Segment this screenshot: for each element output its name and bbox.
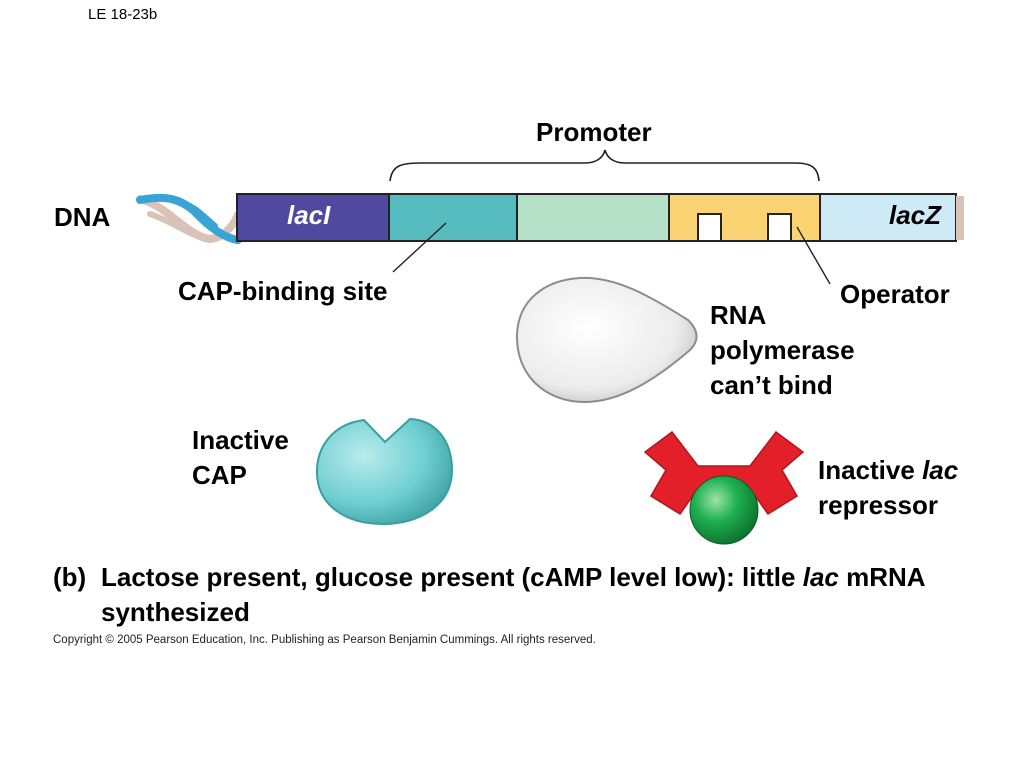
inactive-cap-label-line2: CAP <box>192 460 247 490</box>
dna-helix-icon <box>136 193 242 244</box>
repressor-label-italic: lac <box>922 455 959 485</box>
cap-binding-site-segment <box>388 193 518 242</box>
copyright-notice: Copyright © 2005 Pearson Education, Inc.… <box>53 634 596 646</box>
rna-polymerase-label-line2: polymerase <box>710 335 855 365</box>
promoter-label: Promoter <box>536 117 652 147</box>
caption-body: Lactose present, glucose present (cAMP l… <box>101 560 1001 630</box>
rna-polymerase-label-line1: RNA <box>710 300 767 330</box>
inactive-repressor-label-line2: repressor <box>818 490 938 520</box>
cap-protein-shape <box>315 417 454 526</box>
rna-polymerase-shape <box>515 276 698 404</box>
promoter-bracket <box>389 149 820 182</box>
caption-text-part2: mRNA synthesized <box>101 562 932 627</box>
lac-repressor-shape <box>643 430 805 545</box>
operator-segment <box>668 193 821 242</box>
inactive-repressor-label: Inactive lac repressor <box>818 453 1018 523</box>
operator-leader-line <box>796 226 831 285</box>
cap-binding-site-label: CAP-binding site <box>178 276 388 306</box>
dna-label: DNA <box>54 202 111 232</box>
caption-text-italic: lac <box>802 562 839 592</box>
rna-polymerase-label-line3: can’t bind <box>710 370 833 400</box>
inactive-repressor-label-line1: Inactive lac <box>818 453 1018 488</box>
operator-label: Operator <box>840 279 950 309</box>
inactive-cap-label-line1: Inactive <box>192 425 289 455</box>
caption-text-part1: Lactose present, glucose present (cAMP l… <box>101 562 803 592</box>
cap-site-leader-line <box>392 222 447 273</box>
repressor-inducer-ball <box>689 475 759 545</box>
promoter-segment <box>516 193 670 242</box>
lacz-gene-label: lacZ <box>889 200 942 230</box>
repressor-label-prefix: Inactive <box>818 455 923 485</box>
inactive-cap-label: Inactive CAP <box>192 423 332 493</box>
laci-segment <box>236 193 390 242</box>
lacz-segment-shadow <box>956 196 964 240</box>
rna-polymerase-label: RNA polymerase can’t bind <box>710 298 930 403</box>
caption-tag: (b) <box>53 562 87 592</box>
laci-gene-label: lacI <box>287 200 331 230</box>
slide-label: LE 18-23b <box>88 6 158 23</box>
